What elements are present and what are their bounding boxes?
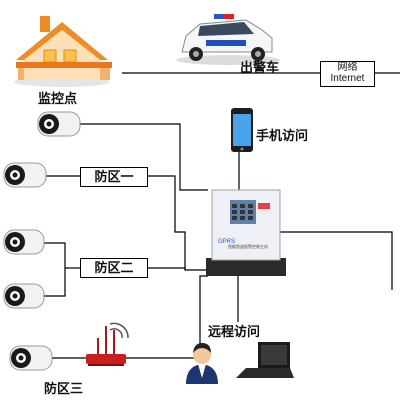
- mobile-access-label: 手机访问: [256, 128, 309, 143]
- internet-box: 网络 Internet: [320, 61, 375, 87]
- host-brand-label: GPRS: [218, 239, 235, 245]
- router-icon: [86, 322, 129, 366]
- line-router-host: [124, 275, 208, 359]
- alarm-host-icon: GPRS 智能防盗报警控制主机: [206, 189, 286, 276]
- camera-icon: [37, 111, 81, 137]
- monitor-point-label: 监控点: [38, 91, 78, 106]
- connection-lines: [38, 72, 400, 359]
- line-zone2-host: [147, 267, 208, 271]
- line-cameras-zone2: [38, 242, 66, 297]
- person-icon: [186, 343, 218, 384]
- police-car-label: 出警车: [240, 60, 280, 75]
- police-car-icon: [176, 14, 280, 65]
- smartphone-icon: [231, 108, 253, 152]
- camera-icon: [3, 229, 45, 255]
- host-caption-label: 智能防盗报警控制主机: [228, 243, 268, 249]
- internet-label-en: Internet: [330, 73, 365, 84]
- line-host-right: [280, 231, 393, 290]
- remote-access-label: 远程访问: [208, 324, 261, 339]
- laptop-icon: [236, 342, 294, 378]
- camera-icon: [3, 162, 47, 188]
- house-icon: [14, 16, 112, 87]
- zone-one-box: 防区一: [80, 167, 148, 187]
- zone-three-label: 防区三: [44, 381, 84, 396]
- line-zone1-host: [147, 175, 186, 270]
- camera-icon: [3, 283, 45, 309]
- zone-two-box: 防区二: [80, 258, 148, 278]
- camera-icon: [9, 345, 53, 371]
- internet-label-cn: 网络: [337, 62, 358, 73]
- line-camera1-host: [78, 123, 208, 191]
